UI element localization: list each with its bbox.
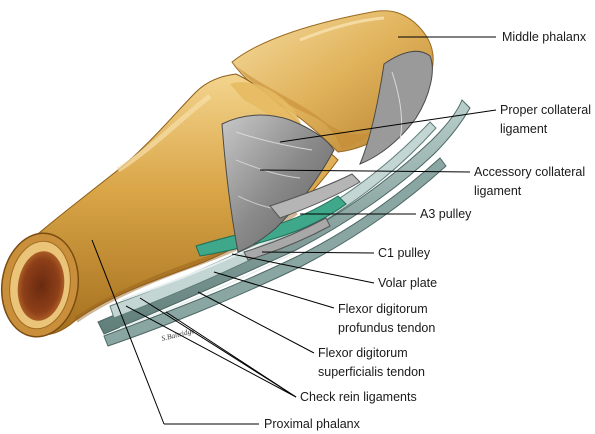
label-proper-collateral-line2: ligament xyxy=(500,122,548,136)
label-fdp-line2: profundus tendon xyxy=(338,321,435,335)
label-c1-pulley: C1 pulley xyxy=(378,246,431,260)
leader-lines xyxy=(91,36,497,425)
label-a3-pulley: A3 pulley xyxy=(420,207,472,221)
label-accessory-collateral-line2: ligament xyxy=(474,184,522,198)
label-check-rein-ligaments: Check rein ligaments xyxy=(300,390,417,404)
label-fds-line1: Flexor digitorum xyxy=(318,346,408,360)
label-fds-line2: superficialis tendon xyxy=(318,365,425,379)
label-proper-collateral-line1: Proper collateral xyxy=(500,103,591,117)
label-middle-phalanx: Middle phalanx xyxy=(502,30,587,44)
labels: Middle phalanx Proper collateral ligamen… xyxy=(264,30,591,431)
label-proximal-phalanx: Proximal phalanx xyxy=(264,417,361,431)
label-fdp-line1: Flexor digitorum xyxy=(338,302,428,316)
label-volar-plate: Volar plate xyxy=(378,276,437,290)
label-accessory-collateral-line1: Accessory collateral xyxy=(474,165,585,179)
condyle xyxy=(230,82,306,150)
collateral-ligaments xyxy=(221,50,433,261)
